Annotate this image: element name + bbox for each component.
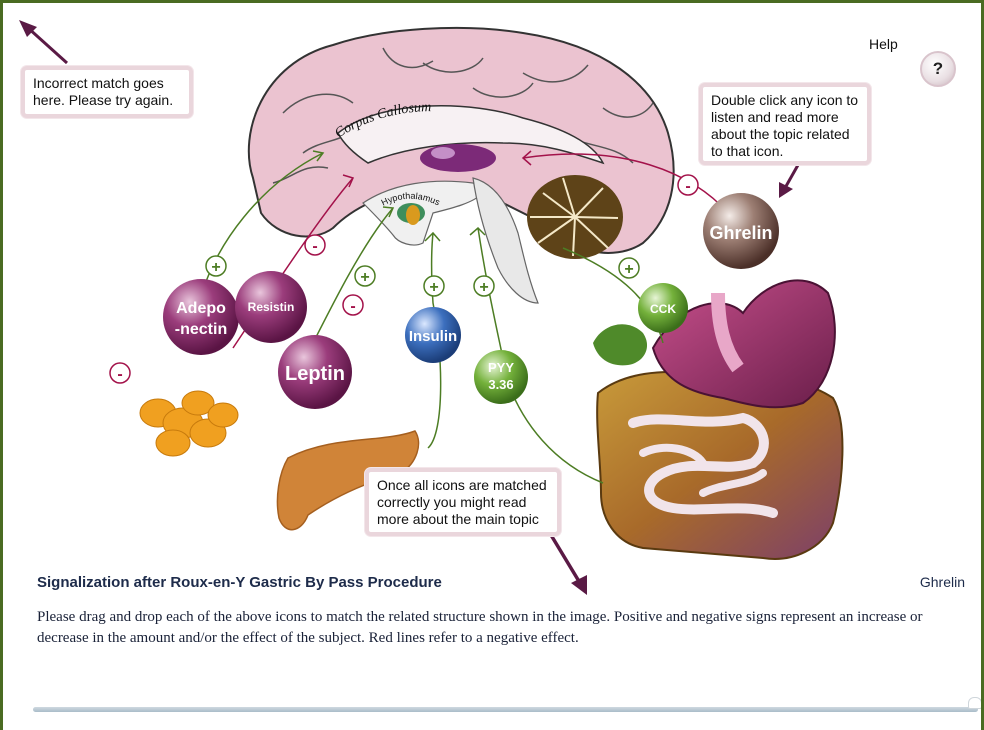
adiponectin-label-2: -nectin: [175, 321, 227, 338]
pyy-label-1: PYY: [488, 360, 514, 375]
double-click-note: Double click any icon to listen and read…: [699, 83, 871, 165]
icon-ghrelin[interactable]: Ghrelin: [703, 193, 779, 269]
minus-sign-icon: -: [343, 295, 363, 315]
help-button[interactable]: ?: [920, 51, 956, 87]
arrow-double-click-icon: [779, 165, 798, 198]
icon-leptin[interactable]: Leptin: [278, 335, 352, 409]
svg-text:-: -: [685, 178, 690, 195]
incorrect-match-note: Incorrect match goes here. Please try ag…: [21, 66, 193, 118]
plus-sign-icon: +: [206, 256, 226, 276]
cck-label: CCK: [650, 302, 676, 316]
plus-sign-icon: +: [619, 258, 639, 278]
adiponectin-label-1: Adepo: [176, 300, 226, 317]
svg-text:+: +: [479, 279, 488, 296]
resistin-label: Resistin: [248, 300, 295, 314]
adipose-tissue-illustration: [140, 391, 238, 456]
brain-illustration: Corpus Callosum Hypothalamus: [249, 28, 674, 303]
pyy-label-2: 3.36: [488, 377, 513, 392]
icon-cck[interactable]: CCK: [638, 283, 688, 333]
plus-sign-icon: +: [474, 276, 494, 296]
svg-text:+: +: [360, 269, 369, 286]
selected-topic-label: Ghrelin: [920, 574, 965, 590]
ghrelin-label: Ghrelin: [709, 223, 772, 243]
icon-adiponectin[interactable]: Adepo -nectin: [163, 279, 239, 355]
icon-pyy[interactable]: PYY 3.36: [474, 350, 528, 404]
svg-text:+: +: [624, 261, 633, 278]
liver-illustration: [593, 324, 647, 365]
page-title: Signalization after Roux-en-Y Gastric By…: [37, 574, 442, 591]
svg-text:-: -: [350, 298, 355, 315]
insulin-label: Insulin: [409, 328, 457, 345]
svg-text:-: -: [117, 366, 122, 383]
horizontal-scrollbar[interactable]: [33, 707, 978, 712]
scrollbar-thumb[interactable]: [968, 697, 982, 709]
help-label: Help: [869, 36, 898, 52]
leptin-label: Leptin: [285, 363, 345, 385]
arrow-incorrect-icon: [19, 20, 67, 63]
once-matched-note: Once all icons are matched correctly you…: [365, 468, 561, 536]
icon-insulin[interactable]: Insulin: [405, 307, 461, 363]
digestive-tract-illustration: [597, 280, 842, 559]
svg-text:+: +: [211, 259, 220, 276]
svg-text:+: +: [429, 279, 438, 296]
minus-sign-icon: -: [305, 235, 325, 255]
icon-resistin[interactable]: Resistin: [235, 271, 307, 343]
minus-sign-icon: -: [110, 363, 130, 383]
arrow-main-topic-icon: [551, 535, 587, 595]
plus-sign-icon: +: [355, 266, 375, 286]
plus-sign-icon: +: [424, 276, 444, 296]
minus-sign-icon: -: [678, 175, 698, 195]
svg-text:-: -: [312, 238, 317, 255]
instructions-text: Please drag and drop each of the above i…: [37, 607, 972, 649]
